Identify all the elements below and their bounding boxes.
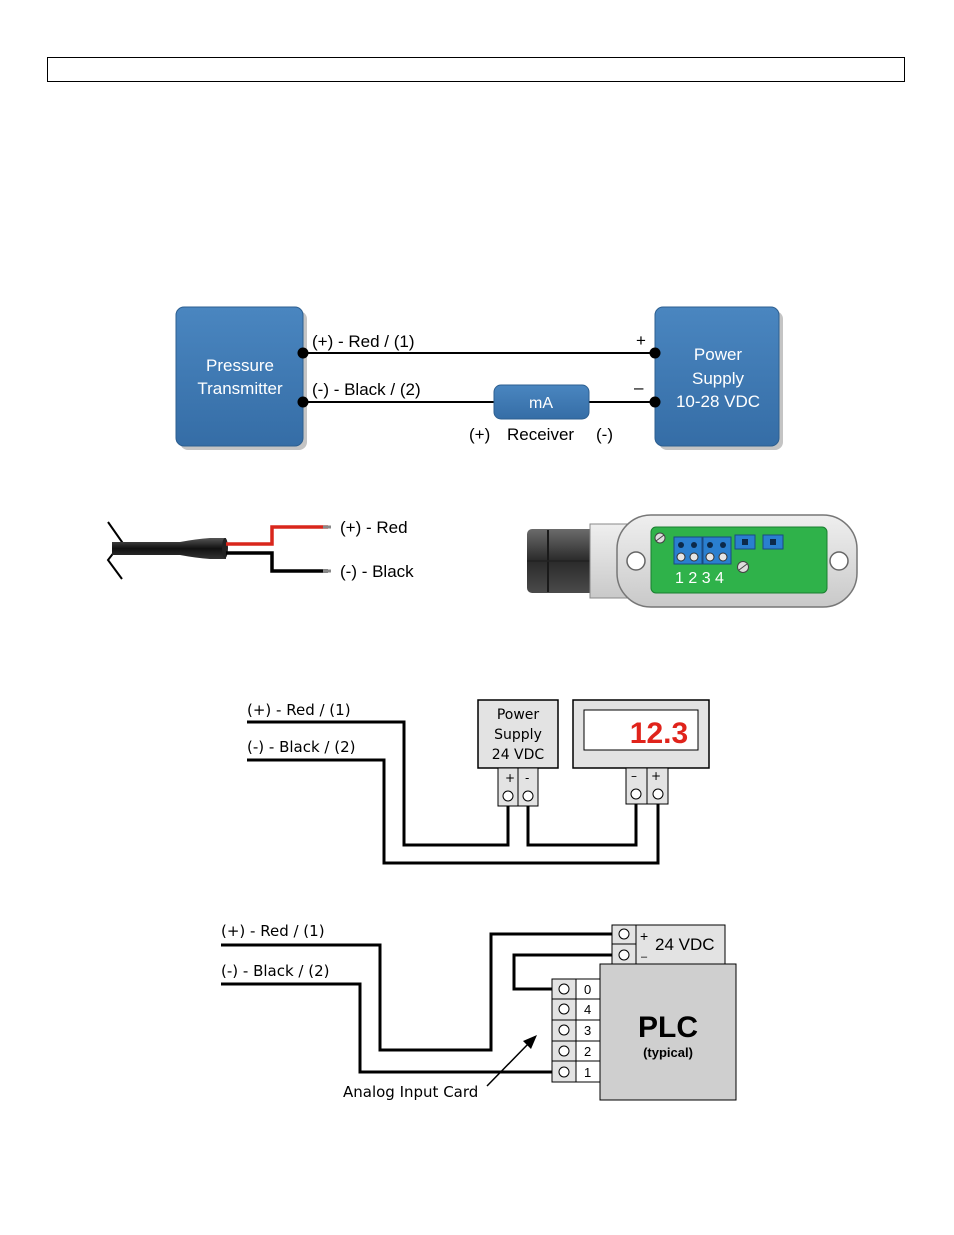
terminal-screw-1: [677, 553, 685, 561]
terminal-hole-2a: [707, 542, 713, 548]
supply-neg-terminal: [650, 397, 661, 408]
d3-plc-subtitle: (typical): [643, 1045, 693, 1060]
d3-supply-screw-pos: [619, 929, 629, 939]
receiver-neg-label: (-): [596, 425, 613, 444]
d3-channel-label-1: 1: [584, 1065, 591, 1080]
d3-channel-label-2: 2: [584, 1044, 591, 1059]
d3-channel-screw-1: [559, 1067, 569, 1077]
d2-ps-screw-neg: [523, 791, 533, 801]
cable-jacket-end: [222, 538, 228, 558]
cable-illustration: (+) - Red (-) - Black: [108, 518, 414, 581]
terminal-screw-2: [690, 553, 698, 561]
wire-neg-label: (-) - Black / (2): [312, 380, 421, 399]
d2-ps-line2: Supply: [494, 727, 542, 743]
cable-black-label: (-) - Black: [340, 562, 414, 581]
d2-display-plus: +: [651, 769, 661, 783]
terminal-screw-3: [706, 553, 714, 561]
jumper-b-pin: [770, 539, 776, 545]
d3-card-pointer-arrow: [487, 1042, 530, 1086]
d3-channel-screw-2: [559, 1046, 569, 1056]
d3-channel-label-0: 0: [584, 982, 591, 997]
d3-channel-label-3: 3: [584, 1023, 591, 1038]
d3-negative-wire: [221, 984, 552, 1072]
d3-channel-screw-3: [559, 1025, 569, 1035]
d2-wire-neg-label: (-) - Black / (2): [247, 738, 356, 756]
d3-wire-neg-label: (-) - Black / (2): [221, 962, 330, 980]
pressure-transmitter-box: [176, 307, 303, 446]
supply-plus-sign: +: [636, 331, 646, 350]
d2-display-value: 12.3: [630, 717, 688, 750]
terminal-hole-2b: [720, 542, 726, 548]
terminal-hole-1a: [678, 542, 684, 548]
terminal-screw-4: [719, 553, 727, 561]
black-wire: [226, 553, 328, 571]
terminal-housing-illustration: 1 2 3 4: [527, 515, 857, 607]
d3-supply-label: 24 VDC: [655, 935, 715, 954]
supply-pos-terminal: [650, 348, 661, 359]
loop-wiring-diagram: Pressure Transmitter Power Supply 10-28 …: [176, 307, 783, 450]
terminal-numbers: 1 2 3 4: [675, 570, 724, 587]
red-wire: [226, 527, 328, 544]
transmitter-neg-terminal: [298, 397, 309, 408]
transmitter-label-line1: Pressure: [206, 356, 274, 375]
cable-jacket: [112, 538, 226, 559]
d2-ps-line1: Power: [497, 707, 540, 723]
mount-hole-right: [830, 552, 848, 570]
cable-red-label: (+) - Red: [340, 518, 408, 537]
wire-pos-label: (+) - Red / (1): [312, 332, 415, 351]
receiver-label: Receiver: [507, 425, 574, 444]
d3-card-label: Analog Input Card: [343, 1083, 478, 1101]
d2-display-minus: –: [631, 769, 637, 783]
transmitter-pos-terminal: [298, 348, 309, 359]
d2-ps-screw-pos: [503, 791, 513, 801]
jumper-a-pin: [742, 539, 748, 545]
power-supply-label-line1: Power: [694, 345, 743, 364]
supply-minus-sign: –: [634, 378, 644, 397]
d2-ps-plus: +: [505, 771, 515, 785]
d3-plc-title: PLC: [638, 1011, 698, 1044]
d2-negative-wire: [247, 760, 658, 863]
d2-display-screw-pos: [653, 789, 663, 799]
d2-ps-line3: 24 VDC: [492, 747, 545, 763]
d3-wire-pos-label: (+) - Red / (1): [221, 922, 325, 940]
d3-channel-label-4: 4: [584, 1002, 591, 1017]
d2-ps-minus: -: [525, 771, 529, 785]
d3-channel-screw-4: [559, 1004, 569, 1014]
receiver-pos-label: (+): [469, 425, 490, 444]
d2-display-screw-neg: [631, 789, 641, 799]
d2-link-wire: [528, 804, 636, 845]
plc-wiring-diagram: (+) - Red / (1) (-) - Black / (2) + – 24…: [221, 922, 736, 1101]
d2-wire-pos-label: (+) - Red / (1): [247, 701, 351, 719]
transmitter-label-line2: Transmitter: [197, 379, 283, 398]
d3-supply-plus: +: [640, 928, 648, 944]
display-wiring-diagram: (+) - Red / (1) (-) - Black / (2) Power …: [247, 700, 709, 863]
d3-channel-screw-0: [559, 984, 569, 994]
power-supply-label-line2: Supply: [692, 369, 744, 388]
mount-hole-left: [627, 552, 645, 570]
d3-supply-minus: –: [641, 951, 648, 963]
d3-supply-screw-neg: [619, 950, 629, 960]
terminal-hole-1b: [691, 542, 697, 548]
power-supply-label-line3: 10-28 VDC: [676, 392, 760, 411]
ma-receiver-label: mA: [529, 395, 553, 412]
